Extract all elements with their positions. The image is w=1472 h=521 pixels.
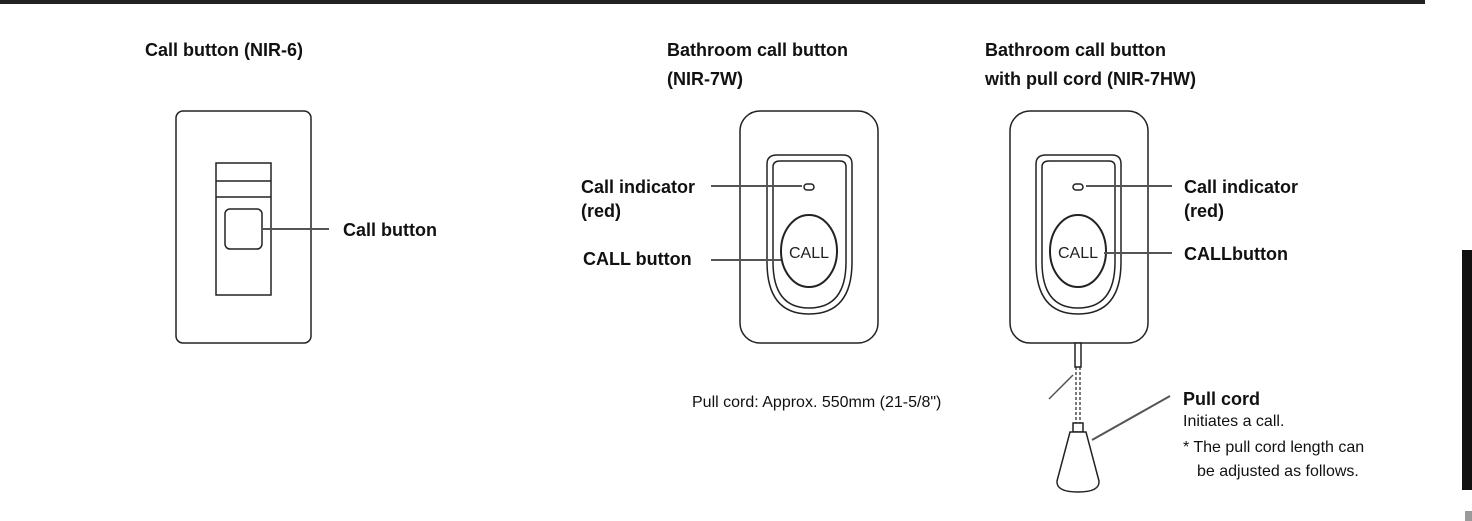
nir7w-title-line2: (NIR-7W) <box>667 69 743 89</box>
nir7w-call-button-label: CALL button <box>583 249 692 269</box>
nir6-call-button-label: Call button <box>343 220 437 240</box>
pull-cord-grommet <box>1074 342 1082 368</box>
nir7hw-indicator-label-line2: (red) <box>1184 201 1224 221</box>
nir7hw-call-button <box>1049 214 1107 288</box>
nir7w-device <box>711 110 879 344</box>
nir7hw-call-button-label: CALLbutton <box>1184 244 1288 264</box>
nir7hw-call-indicator <box>1072 183 1084 191</box>
pull-cord-note-line1: * The pull cord length can <box>1183 439 1365 456</box>
cord-length-label: Pull cord: Approx. 550mm (21-5/8") <box>692 394 942 411</box>
nir6-device <box>175 110 329 344</box>
nir7w-inner-bezel <box>772 160 847 309</box>
nir7w-indicator-label-line1: Call indicator <box>581 177 696 197</box>
leader-cord-length <box>1048 374 1074 400</box>
nir7w-outer-bezel <box>766 154 853 315</box>
nir7w-call-button <box>780 214 838 288</box>
nir7hw-inner-bezel <box>1041 160 1116 309</box>
nir7w-call-indicator <box>803 183 815 191</box>
nir7hw-outer-bezel <box>1035 154 1122 315</box>
pull-cord-title: Pull cord <box>1183 389 1261 409</box>
nir6-faceplate <box>175 110 312 344</box>
nir6-title: Call button (NIR-6) <box>145 40 303 60</box>
nir7w-indicator-label-line2: (red) <box>581 201 621 221</box>
nir7w-faceplate <box>739 110 879 344</box>
top-rule <box>0 0 1425 4</box>
pull-cord-knot <box>1072 422 1084 433</box>
nir7hw-device <box>1009 110 1172 493</box>
nir7w-title-line1: Bathroom call button <box>667 40 848 60</box>
nir7hw-button-text: CALL <box>1058 245 1098 262</box>
nir7hw-title-line1: Bathroom call button <box>985 40 1166 60</box>
pull-cord-desc: Initiates a call. <box>1183 413 1285 430</box>
nir7hw-indicator-label-line1: Call indicator <box>1184 177 1299 197</box>
pull-cord-note-line2: be adjusted as follows. <box>1197 463 1359 480</box>
nir6-button <box>224 208 263 250</box>
side-tab <box>1462 250 1472 490</box>
pull-cord-handle <box>1056 431 1100 493</box>
leader-pull-cord <box>1091 395 1171 441</box>
nir7hw-title-line2: with pull cord (NIR-7HW) <box>985 69 1196 89</box>
nir7w-button-text: CALL <box>789 245 829 262</box>
side-tick <box>1465 511 1472 521</box>
